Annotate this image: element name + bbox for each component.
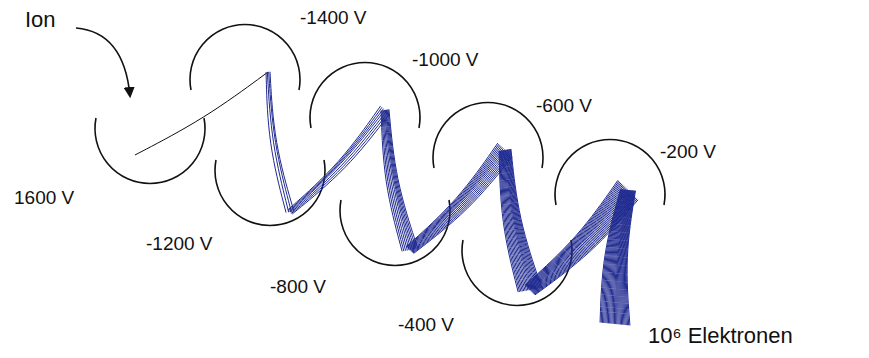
electron-path [407, 145, 499, 247]
electron-path [409, 148, 503, 249]
electron-path [291, 113, 387, 214]
dynode [433, 103, 543, 168]
electron-path [414, 157, 513, 254]
electron-path [289, 109, 383, 212]
electron-path [409, 147, 503, 248]
electron-path [290, 110, 385, 212]
electron-path [292, 114, 389, 214]
electron-path [600, 189, 620, 322]
electron-path [408, 146, 501, 248]
electron-path [601, 189, 621, 322]
electron-path [291, 111, 387, 212]
electron-path [382, 111, 404, 252]
voltage-label: -1400 V [300, 8, 367, 29]
ion-label: Ion [25, 8, 56, 32]
voltage-label: -400 V [398, 315, 454, 336]
voltage-label: 1600 V [14, 188, 74, 209]
electron-path [410, 149, 505, 249]
electron-path [413, 155, 511, 253]
voltage-label: -1000 V [412, 50, 479, 71]
electron-path [412, 154, 509, 252]
electron-path [406, 143, 497, 246]
electron-path [413, 156, 511, 253]
dynode [95, 118, 205, 183]
voltage-label: -1200 V [146, 234, 213, 255]
electron-path [381, 111, 402, 252]
electron-path [411, 153, 507, 252]
electron-path [500, 151, 520, 292]
voltage-label: -600 V [536, 96, 592, 117]
electron-path [289, 107, 383, 210]
electron-trajectories [135, 72, 638, 326]
electron-path [499, 151, 518, 292]
voltage-label: -200 V [660, 142, 716, 163]
dynode [190, 25, 300, 90]
dynode [310, 63, 420, 128]
ion-arrow [76, 28, 130, 96]
electron-path [407, 144, 499, 247]
electron-path [288, 106, 381, 210]
electron-path [135, 72, 268, 155]
electron-path [410, 151, 505, 251]
electron-path [266, 72, 286, 212]
voltage-label: -800 V [270, 277, 326, 298]
electron-path [385, 110, 410, 250]
electron-path [411, 152, 507, 251]
output-label: 10⁶ Elektronen [648, 324, 793, 348]
